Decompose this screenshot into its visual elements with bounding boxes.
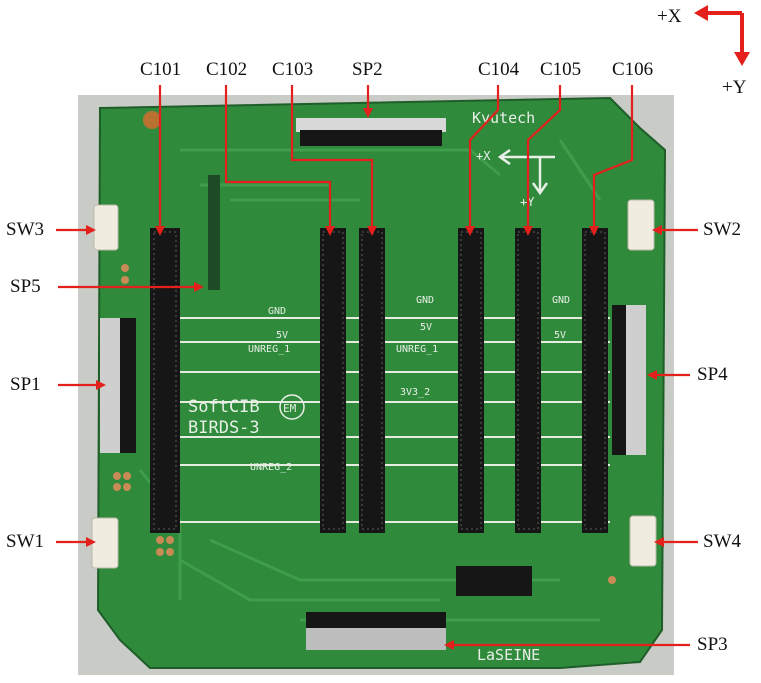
axis-x-arrowhead bbox=[694, 5, 708, 21]
sp4-header bbox=[612, 305, 646, 455]
connector-c106 bbox=[582, 228, 608, 533]
board-axis-arrows bbox=[497, 148, 555, 196]
silk-maker: Kyutech bbox=[472, 109, 535, 127]
label-sw3: SW3 bbox=[6, 219, 44, 240]
sp5-pin-strip bbox=[208, 175, 220, 290]
silk-5v-3: 5V bbox=[554, 330, 566, 341]
sp3-header bbox=[306, 612, 446, 650]
em-mark-circle bbox=[279, 394, 305, 420]
connector-c102 bbox=[320, 228, 346, 533]
silk-unreg1-2: UNREG_1 bbox=[396, 344, 438, 355]
silk-gnd-3: GND bbox=[552, 295, 570, 306]
axis-y-label: +Y bbox=[722, 77, 747, 98]
silk-5v: 5V bbox=[276, 330, 288, 341]
silk-em: EM bbox=[283, 402, 297, 415]
switch-sw2 bbox=[627, 199, 655, 251]
silk-gnd-2: GND bbox=[416, 295, 434, 306]
label-sp3: SP3 bbox=[697, 634, 728, 655]
connector-columns bbox=[150, 228, 608, 533]
label-c101: C101 bbox=[140, 59, 182, 80]
label-c103: C103 bbox=[272, 59, 314, 80]
axis-indicator bbox=[694, 5, 750, 66]
label-sp2: SP2 bbox=[352, 59, 383, 80]
switch-sw3 bbox=[93, 204, 119, 251]
connector-c105 bbox=[515, 228, 541, 533]
label-c106: C106 bbox=[612, 59, 654, 80]
copper-pads bbox=[113, 264, 616, 584]
label-sp5: SP5 bbox=[10, 276, 41, 297]
label-sw1: SW1 bbox=[6, 531, 44, 552]
callout-leader-lines bbox=[56, 85, 698, 647]
label-sw4: SW4 bbox=[703, 531, 741, 552]
silk-gnd: GND bbox=[268, 306, 286, 317]
sp1-header bbox=[100, 318, 136, 453]
label-sp4: SP4 bbox=[697, 364, 728, 385]
sp2-header bbox=[296, 118, 446, 146]
silk-board-plus-x: +X bbox=[476, 149, 491, 163]
jtag-header bbox=[456, 566, 532, 596]
label-c104: C104 bbox=[478, 59, 520, 80]
label-c105: C105 bbox=[540, 59, 582, 80]
silk-footer: LaSEINE bbox=[477, 646, 540, 664]
label-sp1: SP1 bbox=[10, 374, 41, 395]
axis-y-arrowhead bbox=[734, 52, 750, 66]
connector-c103 bbox=[359, 228, 385, 533]
switch-sw1 bbox=[91, 517, 119, 569]
connector-c104 bbox=[458, 228, 484, 533]
callout-arrowheads bbox=[86, 108, 664, 650]
label-c102: C102 bbox=[206, 59, 248, 80]
mounting-hole-top-left bbox=[143, 111, 161, 129]
axis-x-label: +X bbox=[657, 6, 682, 27]
silk-3v3: 3V3_2 bbox=[400, 387, 430, 398]
silk-unreg1: UNREG_1 bbox=[248, 344, 290, 355]
silk-board-name: SoftCIB bbox=[188, 397, 260, 417]
switch-sw4 bbox=[629, 515, 657, 567]
silk-5v-2: 5V bbox=[420, 322, 432, 333]
silk-mission: BIRDS-3 bbox=[188, 418, 260, 438]
label-sw2: SW2 bbox=[703, 219, 741, 240]
silk-unreg2: UNREG_2 bbox=[250, 462, 292, 473]
